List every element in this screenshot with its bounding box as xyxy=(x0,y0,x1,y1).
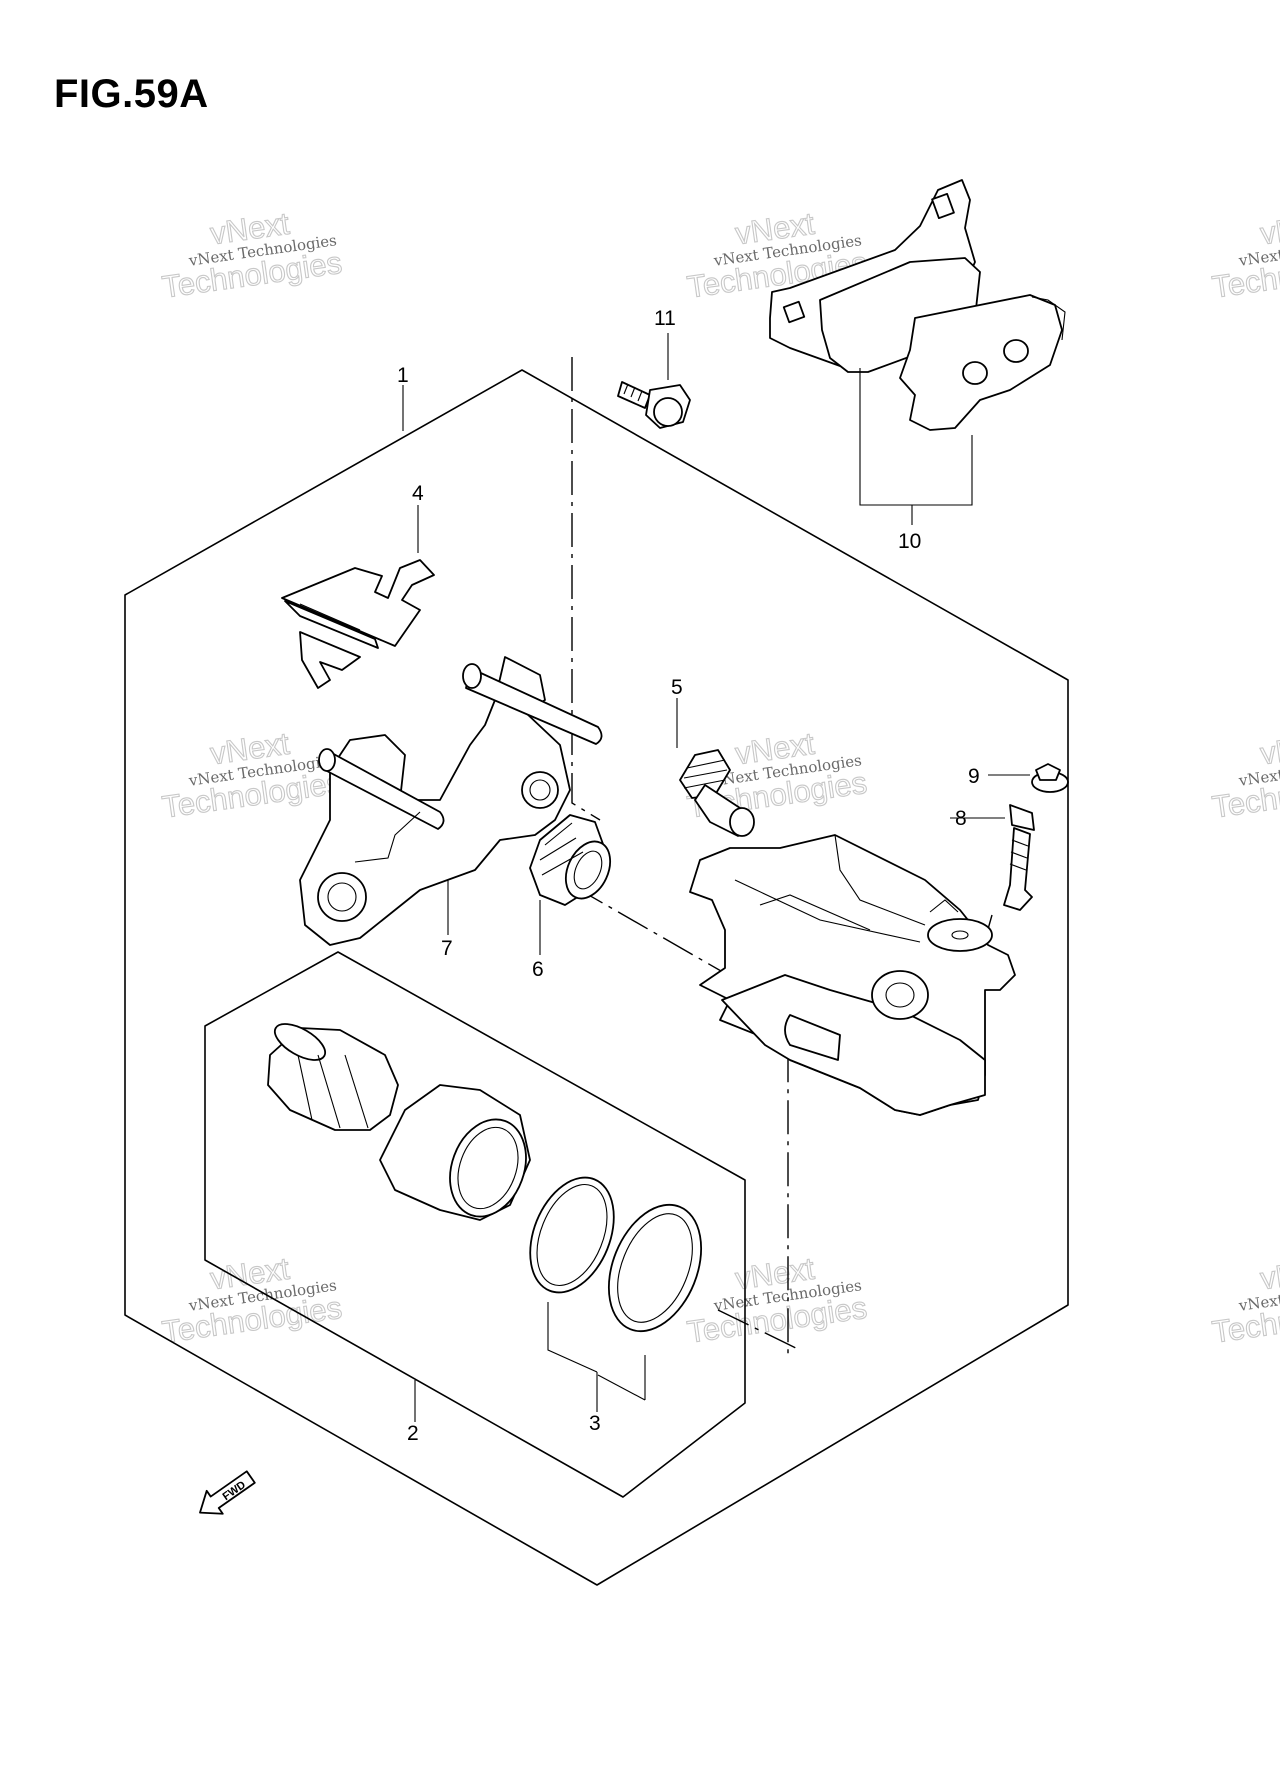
callout-4: 4 xyxy=(412,482,424,505)
caliper-piston xyxy=(379,1084,531,1221)
callout-11: 11 xyxy=(654,307,676,330)
mounting-bolt xyxy=(617,381,691,429)
callout-3: 3 xyxy=(589,1412,601,1435)
pin-boot xyxy=(529,814,612,906)
watermark: vNext vNext Technologies Technologies xyxy=(1209,205,1280,305)
guide-line-bolt xyxy=(571,357,601,821)
watermark: vNext vNext Technologies Technologies xyxy=(684,1250,869,1350)
watermark-text: vNext xyxy=(1258,1251,1280,1297)
watermark-text: vNext xyxy=(1258,206,1280,252)
watermark: vNext vNext Technologies Technologies xyxy=(1209,725,1280,825)
dust-seal xyxy=(607,1203,703,1333)
watermark: vNext vNext Technologies Technologies xyxy=(159,205,344,305)
caliper-bracket xyxy=(299,656,603,946)
callout-2: 2 xyxy=(407,1422,419,1445)
dust-boot xyxy=(267,1023,399,1131)
callout-5: 5 xyxy=(671,676,683,699)
watermark: vNext vNext Technologies Technologies xyxy=(1209,1250,1280,1350)
figure-title: FIG.59A xyxy=(54,72,209,116)
callout-8: 8 xyxy=(955,807,967,830)
piston-set-outline xyxy=(204,951,746,1498)
guide-line-seal xyxy=(717,1309,801,1351)
callout-6: 6 xyxy=(532,958,544,981)
bleeder-valve xyxy=(1003,804,1035,911)
watermark: vNext vNext Technologies Technologies xyxy=(159,1250,344,1350)
pad-spring xyxy=(281,559,435,689)
callout-7: 7 xyxy=(441,937,453,960)
callout-10: 10 xyxy=(898,530,921,553)
caliper-assembly-outline xyxy=(124,369,1069,1586)
piston-seal xyxy=(529,1176,615,1294)
caliper-body xyxy=(689,834,1016,1116)
bleeder-cap xyxy=(1031,763,1069,793)
brake-pad-set xyxy=(769,179,1066,431)
watermark-text: vNext xyxy=(1258,726,1280,772)
forward-direction-arrow: FWD xyxy=(199,1470,256,1515)
leader-lines xyxy=(402,333,1030,1422)
watermark: vNext vNext Technologies Technologies xyxy=(159,725,344,825)
slide-pin xyxy=(679,749,755,837)
callout-9: 9 xyxy=(968,765,980,788)
callout-1: 1 xyxy=(397,364,409,387)
